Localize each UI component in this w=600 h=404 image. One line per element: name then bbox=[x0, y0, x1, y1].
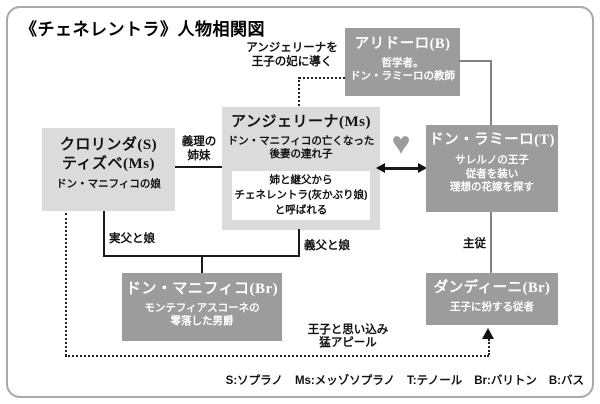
legend-item-mezzosoprano: Ms:メッゾソプラノ bbox=[294, 375, 396, 387]
relation-label-guide-line1: アンジェリーナを bbox=[246, 42, 338, 54]
love-arrowhead-left-icon bbox=[376, 163, 385, 173]
alidoro-ramiro-line-horizontal bbox=[459, 60, 492, 62]
legend-item-tenor: T:テノール bbox=[407, 375, 463, 387]
character-desc-alidoro-2: ドン・ラミーロの教師 bbox=[350, 70, 455, 82]
character-name-angelina: アンジェリーナ(Ms) bbox=[231, 114, 371, 130]
family-line-clorinda-vertical bbox=[103, 211, 105, 257]
relation-label-appeal: 王子と思い込み 猛アピール bbox=[300, 324, 396, 349]
family-line-magnifico-vertical bbox=[201, 255, 203, 274]
legend-item-baritone: Br:バリトン bbox=[474, 375, 537, 387]
legend-item-soprano: S:ソプラノ bbox=[225, 375, 283, 387]
character-name-alidoro: アリドーロ(B) bbox=[354, 36, 451, 52]
relation-label-sisters: 義理の 姉妹 bbox=[176, 136, 222, 163]
legend-item-bass: B:バス bbox=[548, 375, 584, 387]
relation-label-step-father: 義父と娘 bbox=[304, 240, 350, 252]
character-desc-sisters: ドン・マニフィコの娘 bbox=[56, 178, 161, 190]
angelina-note-line3: と呼ばれる bbox=[274, 204, 328, 216]
character-desc-ramiro-1: サレルノの王子 bbox=[455, 154, 529, 166]
master-servant-line bbox=[490, 212, 492, 273]
diagram-title: 《チェネレントラ》人物相関図 bbox=[20, 20, 265, 39]
appeal-dotted-line-left bbox=[65, 213, 67, 356]
character-desc-magnifico-2: 零落した男爵 bbox=[170, 315, 234, 327]
character-name-magnifico: ドン・マニフィコ(Br) bbox=[125, 281, 279, 297]
character-box-alidoro: アリドーロ(B) 哲学者。 ドン・ラミーロの教師 bbox=[345, 28, 460, 96]
character-desc-alidoro-1: 哲学者。 bbox=[381, 57, 424, 69]
love-arrowhead-right-icon bbox=[418, 163, 427, 173]
love-arrow-line bbox=[382, 167, 420, 170]
relation-label-sisters-line1: 義理の bbox=[181, 136, 217, 148]
character-box-angelina: アンジェリーナ(Ms) ドン・マニフィコの亡くなった 後妻の連れ子 姉と継父から… bbox=[222, 107, 380, 230]
sisters-relation-line bbox=[175, 166, 222, 168]
character-desc-angelina-2: 後妻の連れ子 bbox=[269, 148, 333, 160]
character-name-clorinda: クロリンダ(S) bbox=[59, 137, 158, 153]
heart-icon: ♥ bbox=[391, 125, 411, 161]
relation-label-sisters-line2: 姉妹 bbox=[187, 149, 211, 162]
character-box-sisters: クロリンダ(S) ティズベ(Ms) ドン・マニフィコの娘 bbox=[42, 128, 175, 211]
relation-label-guide: アンジェリーナを 王子の妃に導く bbox=[240, 42, 344, 69]
voice-legend: S:ソプラノ Ms:メッゾソプラノ T:テノール Br:バリトン B:バス bbox=[226, 372, 584, 388]
character-desc-magnifico-1: モンテフィアスコーネの bbox=[144, 302, 260, 314]
relation-label-real-father: 実父と娘 bbox=[109, 233, 155, 245]
character-desc-dandini: 王子に扮する従者 bbox=[450, 301, 534, 313]
character-desc-ramiro-3: 理想の花嫁を探す bbox=[450, 181, 534, 193]
guide-dotted-line-vertical bbox=[298, 77, 300, 106]
appeal-dotted-line-bottom bbox=[65, 355, 489, 357]
relation-label-appeal-line1: 王子と思い込み bbox=[307, 324, 389, 336]
family-line-angelina-vertical bbox=[298, 229, 300, 257]
angelina-note-box: 姉と継父から チェネレントラ(灰かぶり娘) と呼ばれる bbox=[232, 171, 370, 220]
character-name-dandini: ダンディーニ(Br) bbox=[433, 280, 551, 296]
angelina-note-line2: チェネレントラ(灰かぶり娘) bbox=[234, 189, 368, 201]
diagram-border bbox=[6, 6, 594, 398]
angelina-note-line1: 姉と継父から bbox=[269, 174, 333, 186]
alidoro-ramiro-line-vertical bbox=[490, 60, 492, 126]
character-box-dandini: ダンディーニ(Br) 王子に扮する従者 bbox=[426, 273, 558, 325]
guide-dotted-line-horizontal bbox=[299, 77, 345, 79]
character-name-ramiro: ドン・ラミーロ(T) bbox=[429, 132, 555, 148]
character-desc-ramiro-2: 従者を装い bbox=[465, 167, 519, 180]
relation-label-appeal-line2: 猛アピール bbox=[319, 336, 377, 349]
relation-label-guide-line2: 王子の妃に導く bbox=[251, 55, 333, 68]
relation-label-master-servant: 主従 bbox=[463, 238, 486, 250]
character-desc-angelina-1: ドン・マニフィコの亡くなった bbox=[227, 135, 375, 147]
character-box-ramiro: ドン・ラミーロ(T) サレルノの王子 従者を装い 理想の花嫁を探す bbox=[426, 125, 558, 212]
character-name-tisbe: ティズベ(Ms) bbox=[61, 156, 156, 172]
appeal-arrowhead-up-icon bbox=[482, 328, 494, 339]
appeal-dotted-line-right bbox=[488, 339, 490, 355]
character-box-magnifico: ドン・マニフィコ(Br) モンテフィアスコーネの 零落した男爵 bbox=[122, 273, 282, 341]
